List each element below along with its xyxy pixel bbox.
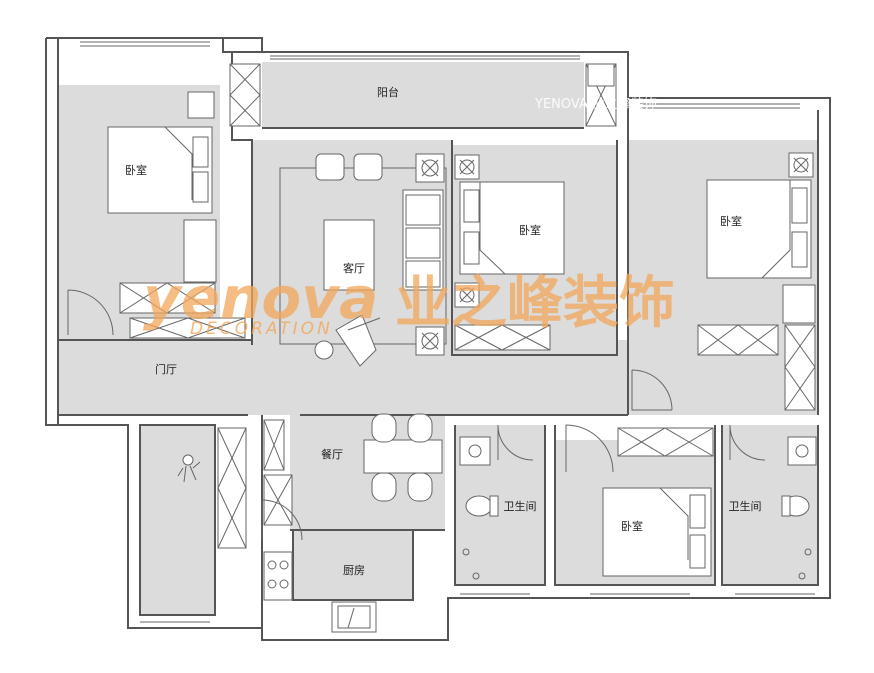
doors	[67, 289, 766, 541]
beds	[107, 91, 812, 577]
label-dining: 餐厅	[321, 447, 343, 461]
label-bath-center: 卫生间	[504, 499, 537, 513]
label-bedroom-east: 卧室	[720, 214, 742, 228]
watermark: YENOVA 业之峰装饰 yenova 业之峰装饰 DECORATION	[143, 97, 675, 339]
watermark-logo-latin: yenova	[143, 264, 378, 332]
nightstands	[415, 63, 814, 356]
watermark-top: YENOVA 业之峰装饰	[534, 97, 657, 112]
balcony-floor	[262, 62, 584, 128]
label-living: 客厅	[343, 261, 365, 275]
cabinets	[119, 63, 816, 549]
walls	[45, 37, 831, 641]
label-foyer: 门厅	[155, 362, 177, 376]
bathroom-fixtures	[459, 436, 817, 580]
label-kitchen: 厨房	[343, 564, 365, 577]
watermark-logo-cn: 业之峰装饰	[395, 271, 675, 336]
label-bedroom-south: 卧室	[621, 519, 643, 533]
kitchen-floor	[293, 530, 413, 600]
kitchen-fixtures	[263, 551, 377, 633]
watermark-subtitle: DECORATION	[190, 319, 333, 339]
windows	[80, 41, 815, 623]
room-labels: 阳台 卧室 客厅 卧室 卧室 门厅 餐厅 卫生间 卧室 卫生间 厨房	[125, 85, 762, 577]
label-bath-east: 卫生间	[729, 499, 762, 513]
label-bedroom-nw: 卧室	[125, 163, 147, 177]
label-balcony: 阳台	[377, 85, 399, 99]
living-furniture	[279, 153, 447, 367]
west-room-floor	[140, 425, 215, 615]
person-icon	[177, 454, 201, 483]
dining-set	[363, 413, 443, 502]
label-bedroom-center: 卧室	[519, 223, 541, 237]
